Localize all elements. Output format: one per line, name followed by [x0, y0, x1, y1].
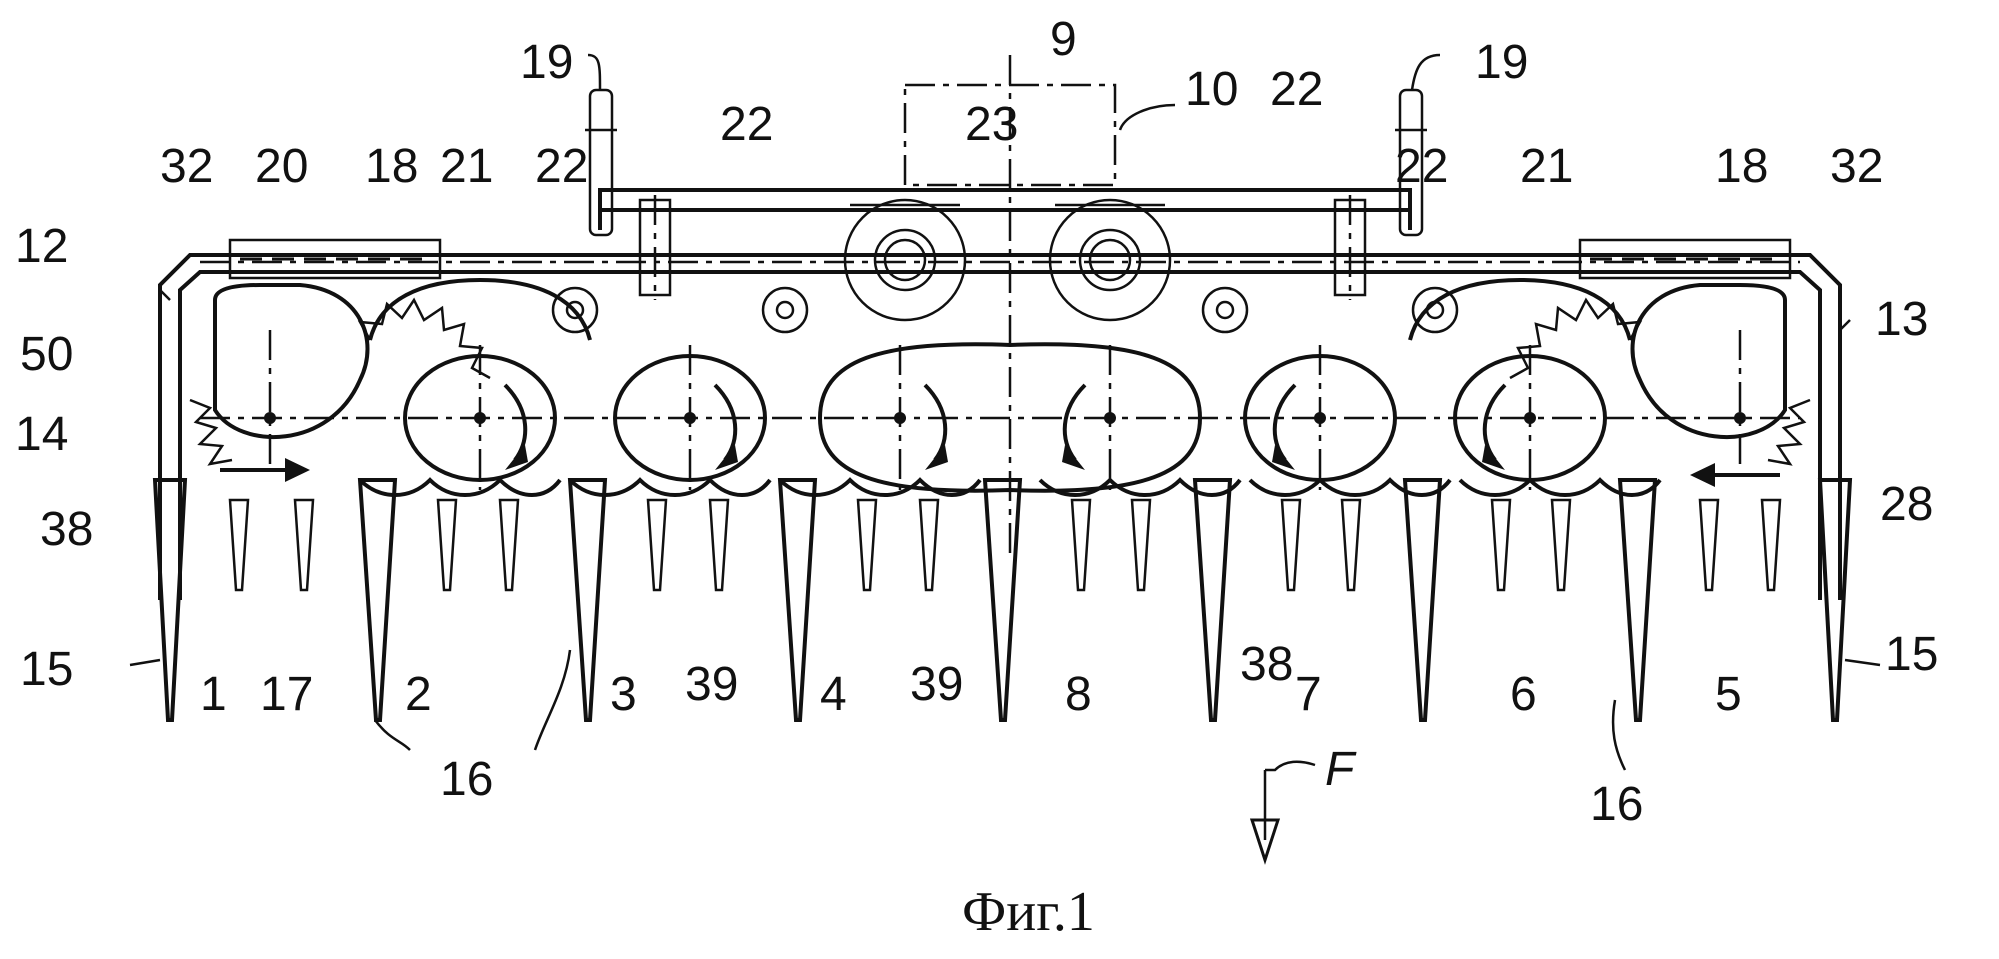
label-18-right: 18	[1715, 140, 1768, 193]
label-16-left: 16	[440, 753, 493, 806]
label-32-right: 32	[1830, 140, 1883, 193]
label-1: 1	[200, 668, 227, 721]
label-4: 4	[820, 668, 847, 721]
label-12: 12	[15, 220, 68, 273]
idler-gears	[553, 288, 1457, 332]
label-39-right: 39	[910, 658, 963, 711]
drive-gears	[845, 200, 1170, 320]
label-23: 23	[965, 98, 1018, 151]
label-5: 5	[1715, 668, 1742, 721]
label-20: 20	[255, 140, 308, 193]
label-39-left: 39	[685, 658, 738, 711]
label-38-left: 38	[40, 503, 93, 556]
label-15-right: 15	[1885, 628, 1938, 681]
reference-labels: 19 9 10 19 22 23 22 32 20 18 21 22 22 21…	[15, 13, 1938, 831]
label-21-left: 21	[440, 140, 493, 193]
short-tines	[230, 500, 1780, 590]
label-9: 9	[1050, 13, 1077, 66]
label-13: 13	[1875, 293, 1928, 346]
label-50: 50	[20, 328, 73, 381]
label-21-right: 21	[1520, 140, 1573, 193]
label-10: 10	[1185, 63, 1238, 116]
label-14: 14	[15, 408, 68, 461]
label-32-left: 32	[160, 140, 213, 193]
toothed-rotors	[190, 280, 1810, 495]
label-16-right: 16	[1590, 778, 1643, 831]
label-22-a: 22	[720, 98, 773, 151]
label-22-b: 22	[1270, 63, 1323, 116]
rotor-axes	[220, 330, 1780, 490]
label-17: 17	[260, 668, 313, 721]
label-19-right: 19	[1475, 36, 1528, 89]
label-8: 8	[1065, 668, 1092, 721]
label-15-left: 15	[20, 643, 73, 696]
label-2: 2	[405, 668, 432, 721]
drums	[215, 285, 1785, 491]
figure-caption: Фиг.1	[962, 881, 1095, 943]
label-19-left: 19	[520, 36, 573, 89]
label-22-d: 22	[1395, 140, 1448, 193]
label-38-right: 38	[1240, 638, 1293, 691]
label-18-left: 18	[365, 140, 418, 193]
housing-frame	[160, 255, 1840, 600]
label-7: 7	[1295, 668, 1322, 721]
label-22-c: 22	[535, 140, 588, 193]
label-28: 28	[1880, 478, 1933, 531]
label-3: 3	[610, 668, 637, 721]
label-6: 6	[1510, 668, 1537, 721]
label-F: F	[1325, 743, 1357, 796]
